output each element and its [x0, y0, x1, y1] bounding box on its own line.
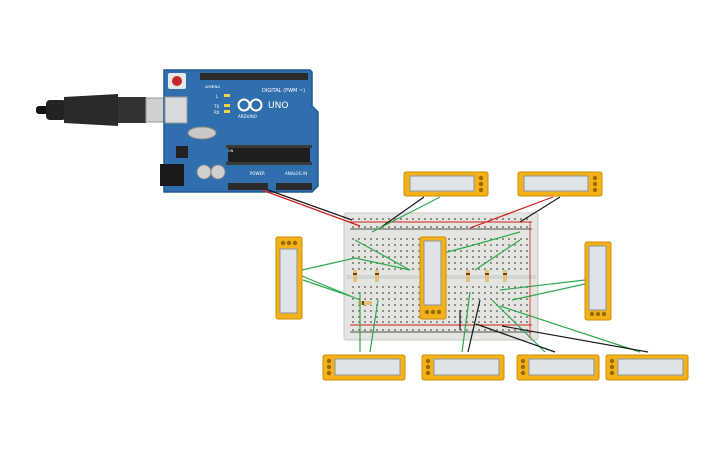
- on-label: ON: [228, 149, 234, 153]
- sensor-module[interactable]: [517, 171, 603, 197]
- resistor: [353, 270, 507, 305]
- usb-cable-icon: [36, 94, 167, 126]
- sensor-module[interactable]: [403, 171, 489, 197]
- crystal-oscillator: [187, 126, 217, 140]
- digital-header: [200, 73, 308, 80]
- model-label: UNO: [268, 101, 288, 111]
- digital-label: DIGITAL (PWM ~): [262, 88, 305, 94]
- sensor-module[interactable]: [419, 236, 447, 320]
- wires: [261, 189, 649, 353]
- sensor-module[interactable]: [322, 354, 406, 381]
- analog-label: ANALOG IN: [285, 171, 307, 176]
- reset-button-icon[interactable]: [168, 73, 186, 89]
- arduino-logo-icon: [237, 98, 263, 112]
- power-header: [228, 183, 268, 190]
- sensor-module[interactable]: [584, 241, 612, 321]
- chip-icon: [226, 145, 312, 165]
- rx-label: RX: [214, 110, 220, 115]
- sensor-module[interactable]: [275, 236, 303, 320]
- brand-label: ARDUINO: [238, 114, 257, 119]
- power-label: POWER: [250, 171, 265, 176]
- analog-header: [276, 183, 312, 190]
- tx-label: TX: [213, 104, 219, 109]
- sensor-module[interactable]: [605, 354, 689, 381]
- aref-label: AREF: [205, 85, 214, 89]
- sensor-module[interactable]: [516, 354, 600, 381]
- l-label: L: [216, 94, 219, 99]
- gnd-label: GND: [212, 85, 220, 89]
- sensor-module[interactable]: [421, 354, 505, 381]
- arduino-uno-board[interactable]: DIGITAL (PWM ~) AREF GND L TX RX ARDUINO…: [160, 69, 319, 193]
